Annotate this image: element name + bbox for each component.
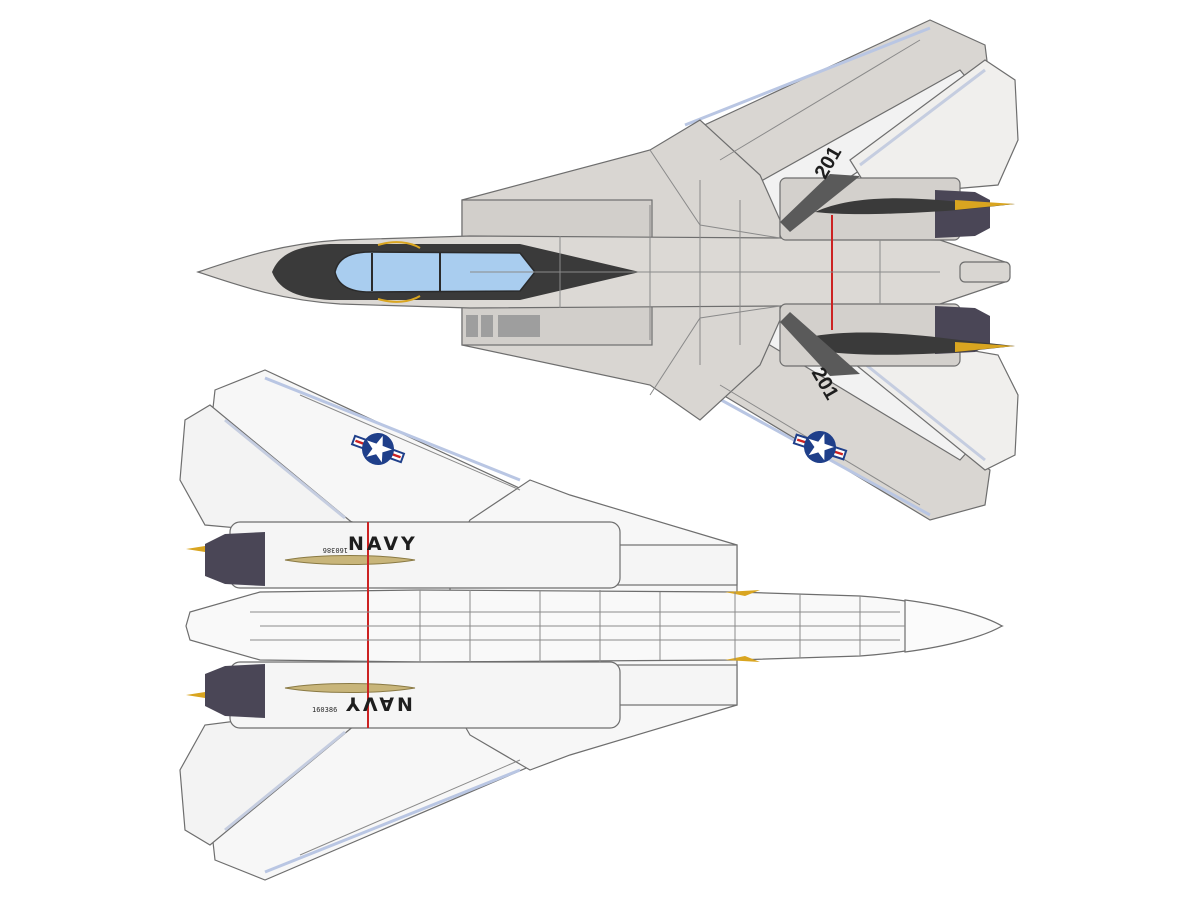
- bottom-lower-nozzle: [205, 664, 265, 718]
- bottom-navy-lower: NAVY: [343, 693, 413, 715]
- bottom-serial-upper: 160386: [323, 546, 348, 554]
- bottom-navy-upper: NAVY: [348, 533, 418, 555]
- bottom-serial-lower: 160386: [312, 706, 337, 714]
- bottom-upper-nozzle: [205, 532, 265, 586]
- bottom-view-aircraft: NAVY 160386 NAVY 160386: [179, 369, 1004, 881]
- top-right-nozzle: [935, 190, 990, 238]
- top-view-aircraft: 201 201: [196, 19, 1019, 521]
